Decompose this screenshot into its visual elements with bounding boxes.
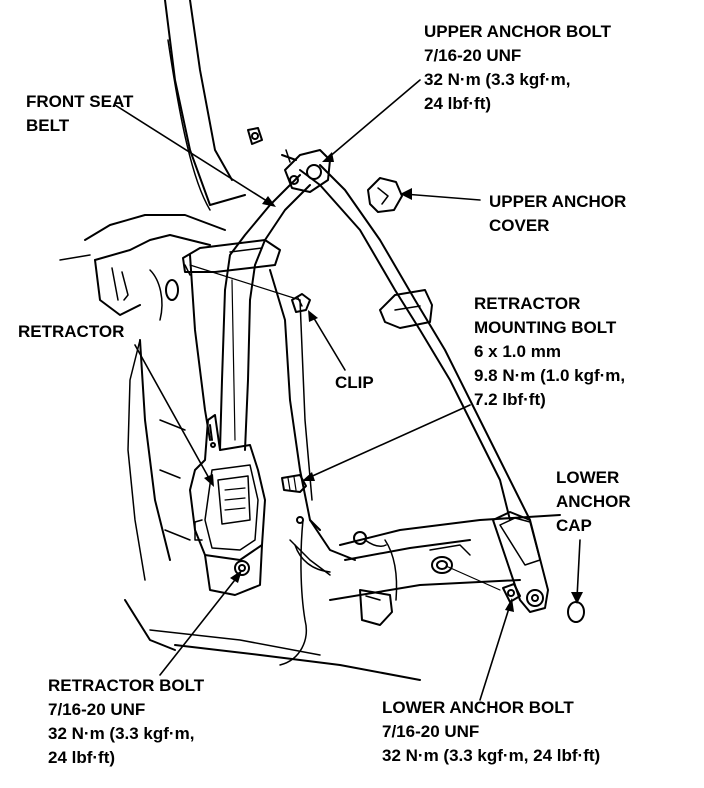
label-upper-anchor-bolt: UPPER ANCHOR BOLT 7/16-20 UNF 32 N·m (3.… <box>424 20 611 116</box>
label-line: 32 N·m (3.3 kgf·m, <box>48 724 195 743</box>
label-line: 24 lbf·ft) <box>48 748 116 767</box>
label-line: RETRACTOR <box>18 322 125 341</box>
label-line: 24 lbf·ft) <box>424 94 492 113</box>
label-retractor-bolt: RETRACTOR BOLT 7/16-20 UNF 32 N·m (3.3 k… <box>48 674 204 770</box>
label-front-seat-belt: FRONT SEAT BELT <box>26 90 133 138</box>
retractor-part <box>189 414 266 596</box>
label-line: UPPER ANCHOR BOLT <box>424 22 611 41</box>
upper-anchor-cover-part <box>367 177 403 213</box>
upper-anchor <box>247 127 331 193</box>
leader-lines <box>114 79 583 701</box>
label-line: 7/16-20 UNF <box>424 46 522 65</box>
retractor-mounting-bolt-part <box>281 474 307 493</box>
label-line: LOWER ANCHOR BOLT <box>382 698 574 717</box>
label-line: 32 N·m (3.3 kgf·m, <box>424 70 571 89</box>
seat-belt-webbing <box>182 164 531 521</box>
label-retractor: RETRACTOR <box>18 320 124 344</box>
label-clip: CLIP <box>335 371 374 395</box>
label-line: ANCHOR <box>556 492 631 511</box>
label-line: RETRACTOR BOLT <box>48 676 205 695</box>
label-line: CLIP <box>335 373 374 392</box>
label-lower-anchor-cap: LOWER ANCHOR CAP <box>556 466 631 538</box>
label-line: 9.8 N·m (1.0 kgf·m, <box>474 366 626 385</box>
label-line: 32 N·m (3.3 kgf·m, 24 lbf·ft) <box>382 746 601 765</box>
label-lower-anchor-bolt: LOWER ANCHOR BOLT 7/16-20 UNF 32 N·m (3.… <box>382 696 600 768</box>
label-line: LOWER <box>556 468 620 487</box>
label-line: COVER <box>489 216 550 235</box>
label-retractor-mounting-bolt: RETRACTOR MOUNTING BOLT 6 x 1.0 mm 9.8 N… <box>474 292 625 412</box>
label-line: MOUNTING BOLT <box>474 318 617 337</box>
lower-anchor-bolt-part <box>502 583 521 603</box>
label-line: 7/16-20 UNF <box>382 722 480 741</box>
label-line: 6 x 1.0 mm <box>474 342 561 361</box>
lower-anchor-plate <box>492 511 549 613</box>
label-line: 7.2 lbf·ft) <box>474 390 546 409</box>
label-line: FRONT SEAT <box>26 92 134 111</box>
label-upper-anchor-cover: UPPER ANCHOR COVER <box>489 190 626 238</box>
label-line: 7/16-20 UNF <box>48 700 146 719</box>
lower-anchor-cap-part <box>567 601 585 623</box>
pillar-structure <box>59 0 356 651</box>
floor-structure <box>149 514 561 681</box>
label-line: RETRACTOR <box>474 294 581 313</box>
label-line: CAP <box>556 516 592 535</box>
label-line: UPPER ANCHOR <box>489 192 627 211</box>
label-line: BELT <box>26 116 70 135</box>
